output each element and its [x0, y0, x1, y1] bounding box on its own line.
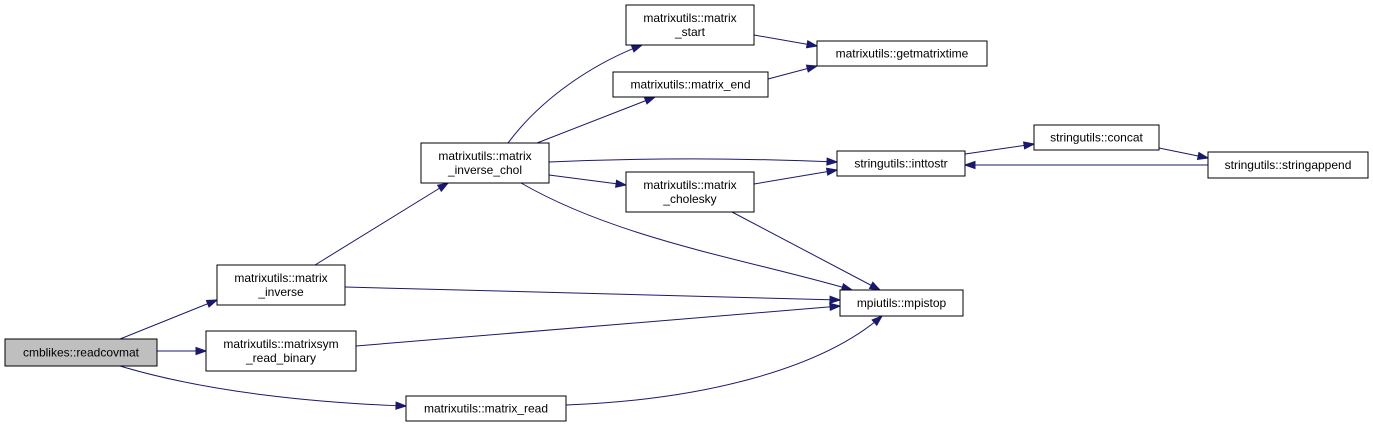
node-label: cmblikes::readcovmat [23, 346, 140, 360]
node-box[interactable] [1207, 151, 1369, 179]
node-label: _inverse_chol [447, 163, 522, 177]
node-label: mpiutils::mpistop [857, 296, 947, 310]
node-box[interactable] [839, 289, 964, 317]
edge-line [753, 34, 818, 47]
arrow-head [1023, 141, 1036, 150]
node-box[interactable] [405, 395, 567, 422]
node-label: matrixutils::matrix [438, 149, 531, 163]
node-box[interactable] [4, 338, 158, 367]
node-matrix-cholesky[interactable]: matrixutils::matrix_cholesky [625, 171, 755, 213]
edge-matrix_inverse_chol-to-matrix_end [536, 96, 657, 144]
node-label: matrixutils::matrix_end [630, 78, 750, 92]
nodes-layer: cmblikes::readcovmatmatrixutils::matrix_… [4, 4, 1369, 422]
node-readcovmat[interactable]: cmblikes::readcovmat [4, 338, 158, 367]
edge-line [507, 44, 643, 144]
node-label: _inverse [257, 285, 304, 299]
node-box[interactable] [612, 71, 769, 98]
edge-line [119, 365, 407, 407]
node-stringappend[interactable]: stringutils::stringappend [1207, 151, 1369, 179]
arrow-head [825, 167, 839, 176]
edge-line [520, 182, 853, 291]
node-label: matrixutils::matrix [643, 178, 736, 192]
node-label: _cholesky [662, 192, 716, 206]
edge-matrix_start-to-getmatrixtime [753, 34, 819, 49]
node-label: _read_binary [245, 351, 316, 365]
node-label: _start [674, 25, 706, 39]
node-box[interactable] [625, 4, 755, 46]
node-matrixsym-read-binary[interactable]: matrixutils::matrixsym_read_binary [205, 330, 357, 372]
edge-line [753, 169, 838, 185]
node-matrix-start[interactable]: matrixutils::matrix_start [625, 4, 755, 46]
node-concat[interactable]: stringutils::concat [1033, 124, 1160, 151]
arrow-head [630, 44, 644, 53]
arrow-head [436, 182, 450, 193]
edge-matrix_end-to-getmatrixtime [767, 64, 819, 80]
node-label: matrixutils::matrixsym [223, 337, 338, 351]
node-label: stringutils::concat [1050, 131, 1143, 145]
edge-line [536, 96, 656, 144]
node-label: stringutils::stringappend [1225, 158, 1352, 172]
arrow-head [871, 315, 884, 327]
node-box[interactable] [625, 171, 755, 213]
edge-matrix_inverse_chol-to-inttostr [548, 157, 839, 166]
node-label: stringutils::inttostr [854, 157, 947, 171]
node-mpistop[interactable]: mpiutils::mpistop [839, 289, 964, 317]
edge-matrix_cholesky-to-mpistop [731, 211, 882, 291]
arrow-head [615, 179, 628, 188]
arrow-head [829, 295, 842, 304]
edge-matrix_inverse_chol-to-matrix_cholesky [548, 174, 628, 188]
edge-line [964, 143, 1035, 155]
edges-layer [119, 34, 1210, 410]
node-box[interactable] [205, 330, 357, 372]
arrow-head [205, 299, 219, 308]
node-box[interactable] [1033, 124, 1160, 151]
edge-matrix_inverse-to-matrix_inverse_chol [314, 182, 450, 266]
arrow-head [1196, 151, 1210, 161]
edge-matrix_inverse-to-mpistop [344, 286, 842, 304]
arrow-head [643, 96, 657, 105]
node-label: matrixutils::matrix_read [424, 402, 548, 416]
node-box[interactable] [816, 40, 988, 67]
arrow-head [826, 157, 839, 166]
edge-readcovmat-to-matrix_read [119, 365, 408, 410]
node-getmatrixtime[interactable]: matrixutils::getmatrixtime [816, 40, 988, 67]
edge-matrix_cholesky-to-inttostr [753, 167, 839, 185]
arrow-head [805, 64, 819, 73]
arrow-head [868, 281, 882, 291]
edge-line [314, 182, 449, 266]
arrow-head [963, 160, 976, 170]
edge-line [119, 299, 218, 340]
edge-line [565, 315, 883, 406]
node-box[interactable] [216, 264, 346, 306]
node-matrix-read[interactable]: matrixutils::matrix_read [405, 395, 567, 422]
edge-inttostr-to-concat [964, 141, 1036, 155]
edge-line [548, 158, 838, 163]
edge-line [344, 286, 841, 301]
node-label: matrixutils::getmatrixtime [836, 47, 969, 61]
arrow-head [195, 346, 208, 356]
edge-readcovmat-to-matrix_inverse [119, 299, 219, 340]
edge-stringappend-to-inttostr [963, 160, 1208, 170]
edge-concat-to-stringappend [1158, 147, 1210, 161]
arrow-head [805, 40, 819, 49]
edge-matrix_read-to-mpistop [565, 315, 884, 406]
edge-line [731, 211, 881, 291]
node-box[interactable] [836, 150, 966, 177]
edge-readcovmat-to-matrixsym_read_binary [157, 346, 208, 356]
node-label: matrixutils::matrix [234, 271, 327, 285]
arrow-head [395, 401, 408, 410]
arrow-head [829, 302, 842, 312]
node-matrix-inverse[interactable]: matrixutils::matrix_inverse [216, 264, 346, 306]
node-matrix-inverse-chol[interactable]: matrixutils::matrix_inverse_chol [420, 142, 550, 184]
edge-matrixsym_read_binary-to-mpistop [355, 302, 842, 347]
edge-line [355, 305, 841, 347]
node-label: matrixutils::matrix [643, 11, 736, 25]
node-box[interactable] [420, 142, 550, 184]
node-matrix-end[interactable]: matrixutils::matrix_end [612, 71, 769, 98]
node-inttostr[interactable]: stringutils::inttostr [836, 150, 966, 177]
edge-line [548, 174, 627, 186]
